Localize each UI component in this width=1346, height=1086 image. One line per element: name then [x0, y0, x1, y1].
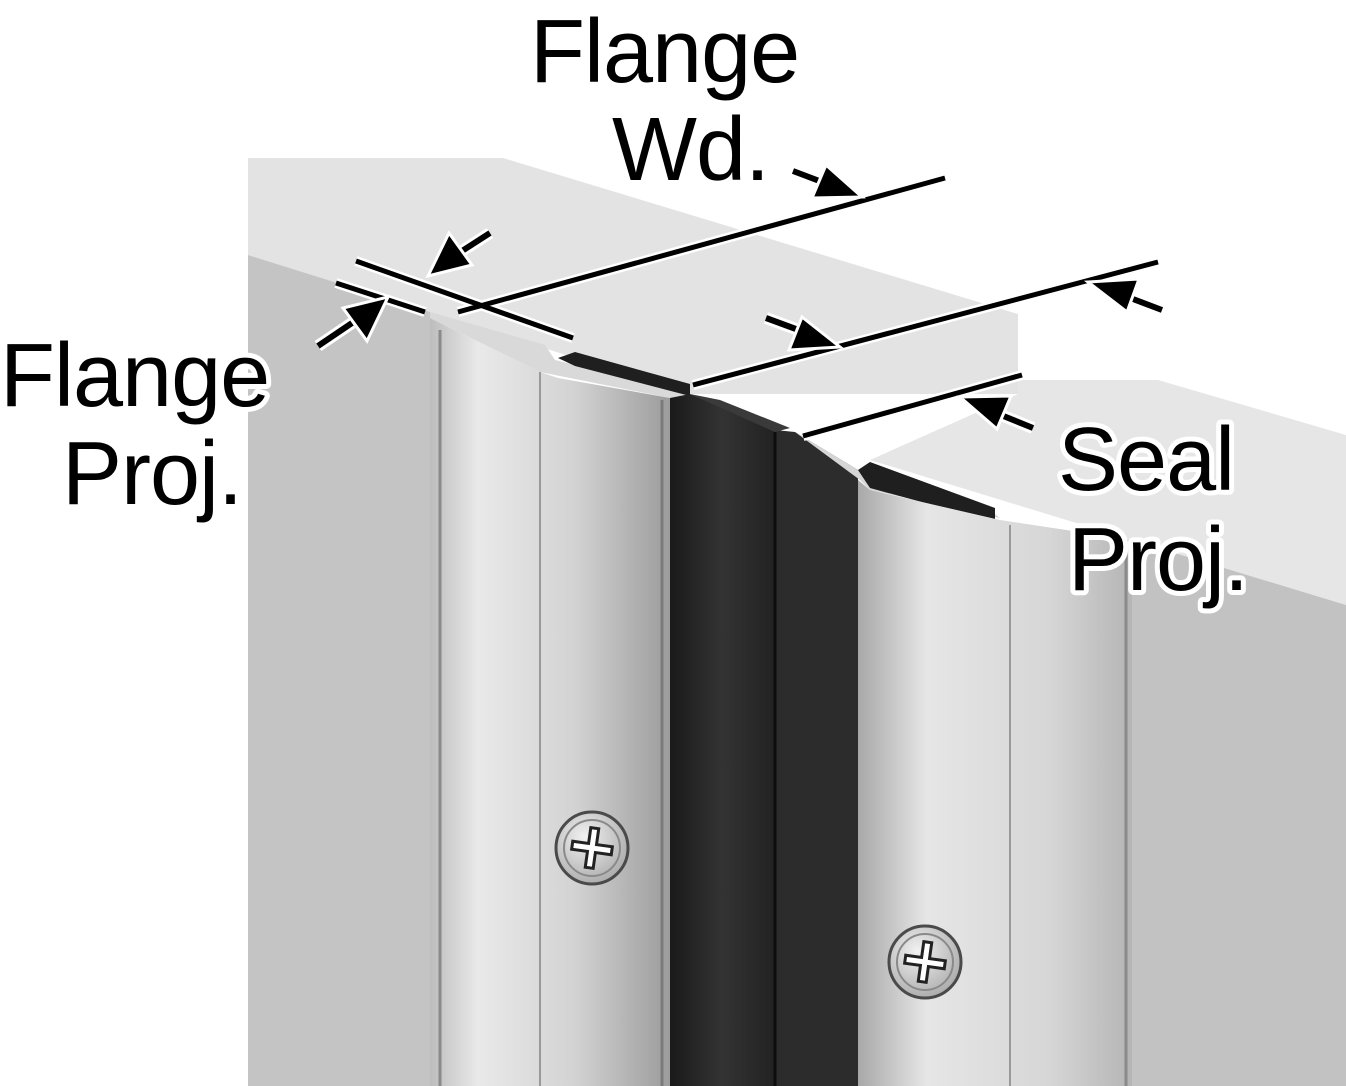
arrow-seal-proj-lower: [956, 394, 1036, 434]
seal-left-strip: [670, 394, 775, 1086]
label-flange-width-line1: Flange: [530, 2, 799, 102]
frame-top: [870, 380, 1346, 605]
right-frame: [870, 380, 1346, 1086]
phillips-screw-icon: [554, 810, 630, 886]
label-flange-proj-line2: Proj.: [62, 424, 242, 524]
seal-proj-upper-line: [692, 259, 1159, 388]
left-flange: [430, 312, 690, 1086]
label-flange-width: Flange Wd.: [525, 0, 805, 205]
flange-width-dimension-line: [457, 175, 946, 315]
left-flange-face: [430, 318, 670, 1086]
arrow-flange-width: [790, 162, 866, 200]
right-seal-cap: [858, 462, 995, 522]
dimension-lines: [334, 173, 1160, 441]
label-seal-proj-line2: Proj.: [1068, 510, 1248, 610]
left-door-face: [248, 255, 430, 1086]
phillips-screw-icon: [887, 924, 963, 1000]
dimension-arrows: [314, 162, 1165, 434]
arrow-seal-proj-upper-right: [1083, 277, 1165, 316]
flange-proj-upper-line: [355, 258, 574, 341]
label-flange-width-line2: Wd.: [612, 100, 769, 200]
left-seal-cap: [558, 352, 690, 396]
label-flange-proj-line1: Flange: [0, 326, 269, 426]
seal-proj-lower-line: [802, 372, 1023, 439]
arrow-flange-proj-upper: [425, 227, 494, 279]
left-flange-top: [430, 312, 690, 402]
label-seal-projection: Seal Proj.: [1053, 405, 1254, 615]
arrow-seal-proj-upper-left: [763, 312, 845, 352]
frame-face: [1132, 540, 1346, 1086]
seal: [670, 394, 858, 1086]
seal-right-strip: [775, 430, 858, 1086]
arrow-flange-proj-lower: [314, 294, 391, 351]
label-seal-proj-line1: Seal: [1058, 410, 1234, 510]
seal-top: [690, 394, 790, 432]
label-flange-projection: Flange Proj.: [0, 321, 275, 529]
